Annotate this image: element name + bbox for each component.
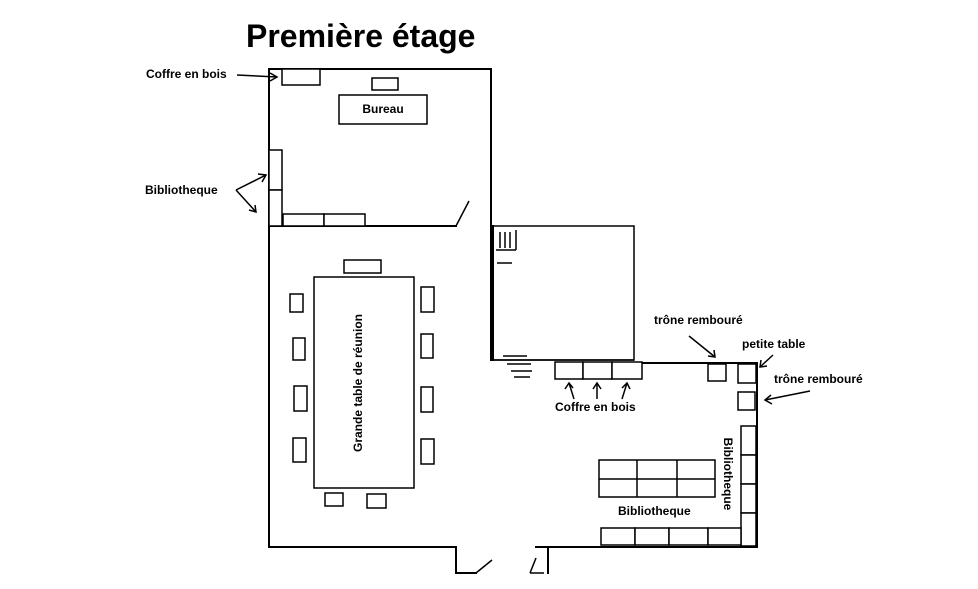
bookshelf-center bbox=[598, 459, 716, 498]
chair bbox=[420, 333, 434, 359]
chair bbox=[292, 437, 307, 463]
chair bbox=[420, 286, 435, 313]
entrance-door-right bbox=[529, 557, 537, 574]
label-wooden-chest-bottom: Coffre en bois bbox=[555, 400, 636, 414]
stairwell bbox=[492, 225, 635, 378]
desk-label: Bureau bbox=[362, 102, 403, 116]
chair bbox=[289, 293, 304, 313]
bookshelf-left bbox=[268, 149, 366, 227]
page-title: Première étage bbox=[246, 18, 475, 54]
padded-throne-2 bbox=[737, 391, 756, 411]
chair bbox=[420, 438, 435, 465]
desk bbox=[338, 94, 428, 125]
label-bookshelf-bottom: Bibliotheque bbox=[618, 504, 691, 518]
arrows bbox=[235, 72, 811, 405]
padded-throne-1 bbox=[707, 363, 727, 382]
office-door bbox=[455, 200, 470, 227]
label-small-table: petite table bbox=[742, 337, 806, 351]
head-chair bbox=[343, 259, 382, 274]
meeting-table bbox=[313, 276, 415, 489]
chair bbox=[324, 492, 344, 507]
bookshelf-bottom bbox=[600, 527, 742, 546]
meeting-table-label: Grande table de réunion bbox=[351, 314, 365, 452]
walls bbox=[268, 68, 758, 574]
wooden-chests-bottom bbox=[554, 361, 643, 380]
wooden-chest-top bbox=[281, 68, 321, 86]
chair bbox=[293, 385, 308, 412]
label-bookshelf-left: Bibliotheque bbox=[145, 183, 218, 197]
label-padded-throne-1: trône rembouré bbox=[654, 313, 743, 327]
entrance-door-left bbox=[475, 559, 493, 574]
bookshelf-vertical bbox=[740, 425, 757, 547]
chair bbox=[292, 337, 306, 361]
chair bbox=[420, 386, 434, 413]
small-table bbox=[737, 363, 757, 384]
label-padded-throne-2: trône rembouré bbox=[774, 372, 863, 386]
desk-chair bbox=[371, 77, 399, 91]
label-bookshelf-vertical: Bibliotheque bbox=[721, 438, 735, 511]
chair bbox=[366, 493, 387, 509]
label-wooden-chest-top: Coffre en bois bbox=[146, 67, 227, 81]
meeting-chairs bbox=[289, 286, 435, 509]
